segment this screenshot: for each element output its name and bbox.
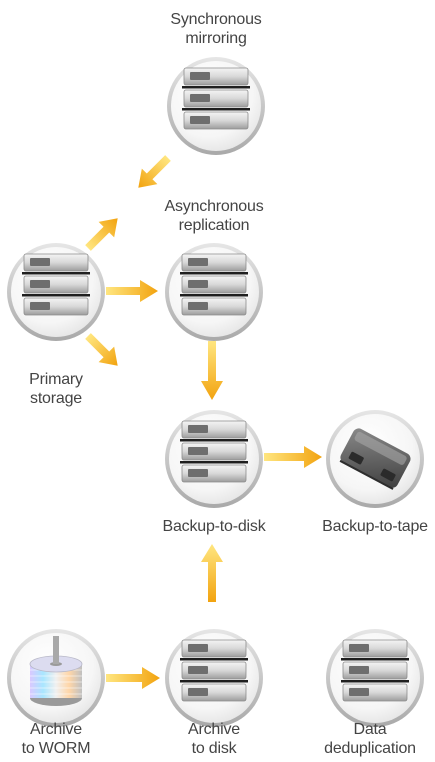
label-primary-storage: Primary storage (0, 370, 112, 408)
node-archive-to-disk (165, 629, 263, 727)
label-line: Archive (188, 721, 240, 738)
node-async-replication (165, 243, 263, 341)
node-data-deduplication (326, 629, 424, 727)
label-line: Asynchronous (164, 198, 264, 215)
arrows-layer (85, 155, 322, 689)
label-line: mirroring (185, 30, 247, 47)
arrow-down (201, 341, 223, 400)
arrow-right (106, 280, 158, 302)
arrow-up (201, 544, 223, 602)
arrow-down-right (85, 333, 118, 366)
label-data-deduplication: Data deduplication (305, 720, 435, 758)
label-async-replication: Asynchronous replication (134, 197, 294, 235)
label-archive-to-worm: Archive to WORM (0, 720, 112, 758)
label-line: to disk (191, 740, 237, 757)
server-icon (340, 639, 410, 702)
node-backup-to-tape (326, 410, 424, 508)
label-line: replication (178, 217, 250, 234)
arrow-down-left (138, 155, 171, 188)
label-line: Data (353, 721, 387, 738)
tape-cartridge-icon (339, 428, 411, 490)
server-icon (21, 253, 91, 316)
arrow-right-tape (264, 446, 322, 468)
label-sync-mirroring: Synchronous mirroring (136, 10, 296, 48)
label-line: deduplication (324, 740, 416, 757)
label-backup-to-tape: Backup-to-tape (295, 517, 435, 536)
server-icon (179, 639, 249, 702)
node-backup-to-disk (165, 410, 263, 508)
label-archive-to-disk: Archive to disk (134, 720, 294, 758)
label-line: storage (30, 390, 82, 407)
label-line: Backup-to-tape (322, 518, 428, 535)
server-icon (179, 253, 249, 316)
label-backup-to-disk: Backup-to-disk (134, 517, 294, 536)
label-line: Archive (30, 721, 82, 738)
server-icon (181, 67, 251, 130)
arrow-right-archive (106, 667, 160, 689)
server-icon (179, 420, 249, 483)
label-line: to WORM (21, 740, 91, 757)
node-primary-storage (7, 243, 105, 341)
label-line: Synchronous (170, 11, 262, 28)
optical-disc-stack-icon (29, 636, 83, 706)
node-sync-mirroring (167, 57, 265, 155)
node-archive-to-worm (7, 629, 105, 727)
arrow-up-right (85, 218, 118, 251)
label-line: Primary (29, 371, 83, 388)
label-line: Backup-to-disk (162, 518, 266, 535)
